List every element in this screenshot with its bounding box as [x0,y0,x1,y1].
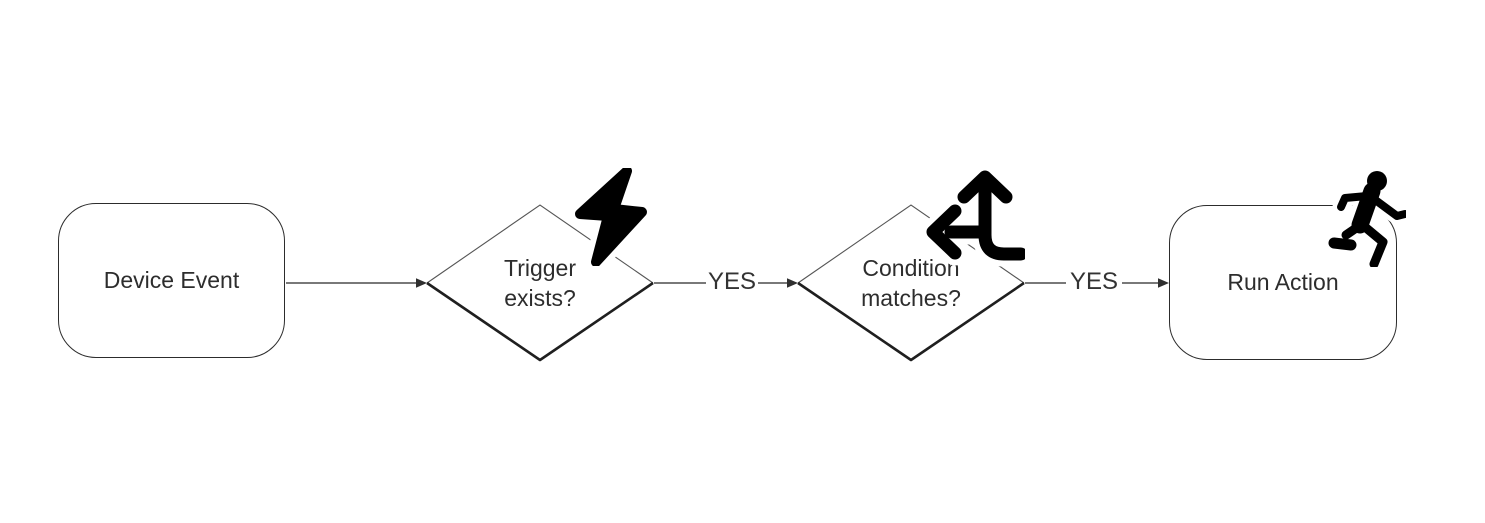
running-person-icon [1324,166,1406,267]
arrowhead-icon [416,278,427,288]
edge-label-yes-1: YES [707,268,757,295]
icon-ink [926,170,1025,261]
node-device-event: Device Event [58,203,285,358]
split-arrows-icon [925,170,1025,267]
node-condition-matches-label: Condition matches? [861,255,961,311]
node-run-action-label: Run Action [1227,269,1339,295]
arrowhead-icon [1158,278,1169,288]
icon-ink [1328,171,1406,267]
edge-label-yes-2: YES [1069,268,1119,295]
node-device-event-label: Device Event [103,267,240,293]
diamond-bottom-edges [426,281,654,362]
arrowhead-icon [787,278,798,288]
edge-device-to-trigger [286,278,427,288]
edge-condition-to-action [1025,278,1169,288]
edge-trigger-to-condition [654,278,798,288]
lightning-icon [572,168,650,266]
node-trigger-exists-label: Trigger exists? [504,255,576,311]
icon-ink [575,168,647,266]
diamond-bottom-edges [797,281,1025,362]
node-run-action: Run Action [1169,205,1397,360]
